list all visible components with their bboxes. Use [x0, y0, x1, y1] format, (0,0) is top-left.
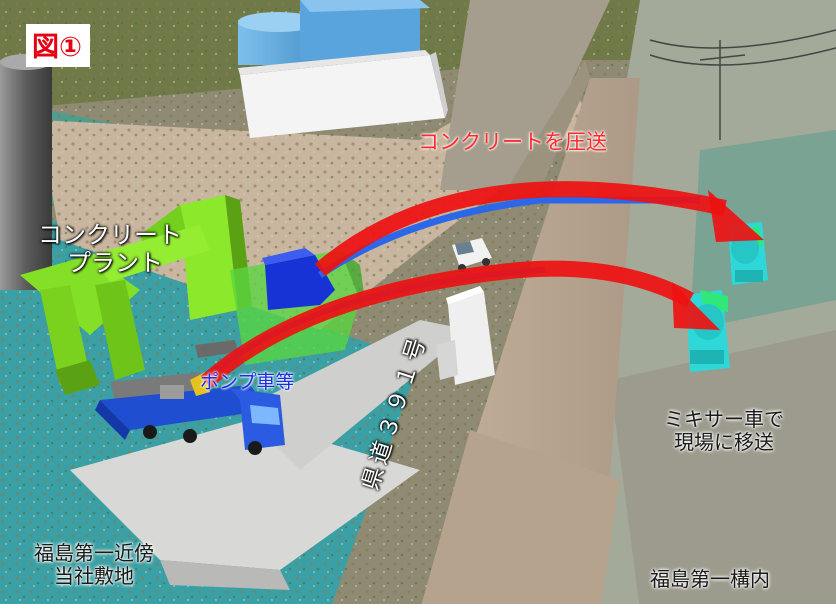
far-road-strip: [440, 0, 610, 190]
label-mixer-truck-line2: 現場に移送: [674, 430, 774, 454]
road-truck: [436, 286, 495, 385]
label-plant-premises: 福島第一構内: [650, 567, 770, 591]
label-mixer-truck-line1: ミキサー車で: [664, 407, 784, 431]
label-mixer-truck: ミキサー車で 現場に移送: [664, 408, 784, 454]
label-concrete-plant-line1: コンクリート: [38, 221, 182, 249]
label-company-site-line1: 福島第一近傍: [34, 541, 154, 565]
label-concrete-plant: コンクリート プラント: [38, 221, 182, 277]
utility-pole: [649, 29, 836, 140]
silo: [0, 60, 52, 290]
road-left-edge: [500, 60, 590, 200]
label-pump-truck: ポンプ車等: [200, 371, 295, 393]
pump-platform: [70, 420, 420, 570]
storage-tanks: [238, 0, 430, 65]
pump-platform-edge: [160, 560, 290, 590]
transfer-arrow-upper: [314, 181, 727, 277]
mixer-truck-icon-2: [686, 290, 730, 372]
right-grey-patch: [610, 330, 836, 610]
label-company-site-line2: 当社敷地: [54, 564, 134, 588]
concrete-plant-icon: [20, 195, 365, 400]
right-teal-patch: [690, 130, 836, 330]
concrete-pad: [240, 320, 470, 470]
car-icon: [452, 238, 492, 272]
arrowhead-upper: [708, 190, 764, 242]
transfer-arrow-lower: [200, 260, 694, 388]
label-company-site: 福島第一近傍 当社敷地: [34, 542, 154, 588]
figure-label: 図①: [26, 24, 90, 67]
label-concrete-transfer: コンクリートを圧送: [418, 130, 607, 154]
arrowhead-lower: [672, 282, 720, 330]
transfer-arrows: [200, 181, 764, 388]
label-concrete-plant-line2: プラント: [67, 248, 163, 277]
hopper-blue-box: [265, 255, 335, 310]
warehouse: [238, 50, 448, 138]
road-lower-strip: [420, 430, 620, 610]
